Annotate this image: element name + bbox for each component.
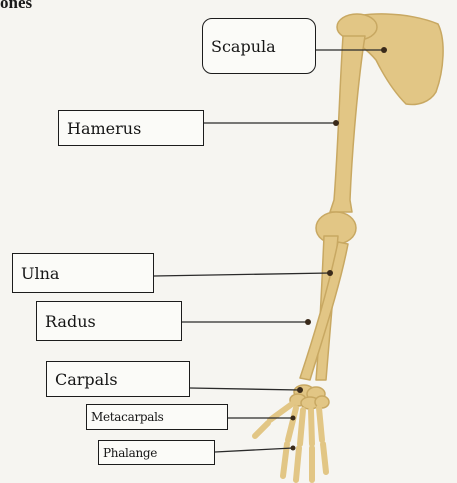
label-metacarpals: Metacarpals: [86, 404, 228, 430]
carpals-leader-line: [190, 388, 300, 390]
label-radius: Radus: [36, 301, 182, 341]
label-carpals: Carpals: [46, 361, 190, 397]
label-ulna: Ulna: [12, 253, 154, 293]
ulna-leader-line: [154, 273, 330, 276]
label-phalanges: Phalange: [98, 440, 215, 465]
phalanges-leader-line: [215, 448, 293, 452]
label-humerus: Hamerus: [58, 110, 204, 146]
label-scapula: Scapula: [202, 18, 316, 74]
